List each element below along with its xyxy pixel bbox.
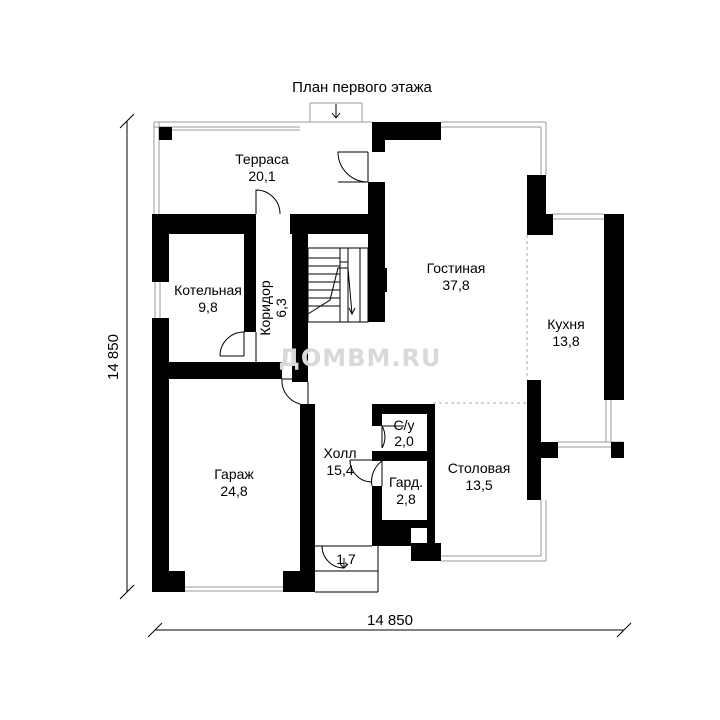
height-dimension: 14 850 <box>105 334 122 380</box>
walls <box>152 122 624 592</box>
watermark: ДОМВМ.RU <box>279 344 442 372</box>
svg-text:Гостиная: Гостиная <box>427 260 486 276</box>
dimension-lines <box>119 113 632 638</box>
svg-text:6,3: 6,3 <box>273 298 289 318</box>
room-label-dining: Столовая 13,5 <box>448 460 511 493</box>
room-label-wardrobe: Гард. 2,8 <box>389 474 423 507</box>
window-frames <box>154 121 623 592</box>
svg-text:9,8: 9,8 <box>198 299 218 315</box>
svg-text:С/у: С/у <box>394 417 415 433</box>
doors <box>219 151 404 569</box>
svg-text:2,8: 2,8 <box>396 491 416 507</box>
interior-lines <box>255 332 379 593</box>
svg-text:Гараж: Гараж <box>214 466 254 482</box>
plan-title: План первого этажа <box>292 79 432 96</box>
svg-text:24,8: 24,8 <box>220 483 247 499</box>
room-label-hall: Холл 15,4 <box>324 445 357 478</box>
svg-text:Терраса: Терраса <box>235 151 289 167</box>
svg-text:13,8: 13,8 <box>552 333 579 349</box>
svg-text:Кухня: Кухня <box>547 316 584 332</box>
svg-text:2,0: 2,0 <box>394 433 414 449</box>
room-label-living: Гостиная 37,8 <box>427 260 486 293</box>
svg-text:Холл: Холл <box>324 445 357 461</box>
svg-text:15,4: 15,4 <box>326 462 353 478</box>
svg-text:13,5: 13,5 <box>465 477 492 493</box>
svg-text:Столовая: Столовая <box>448 460 511 476</box>
room-label-kitchen: Кухня 13,8 <box>547 316 584 349</box>
svg-text:Котельная: Котельная <box>174 282 242 298</box>
zone-separators <box>433 235 528 404</box>
svg-text:Коридор: Коридор <box>257 280 273 336</box>
room-label-terrace: Терраса 20,1 <box>235 151 289 184</box>
room-label-boiler: Котельная 9,8 <box>174 282 242 315</box>
terrace-outline <box>153 102 372 216</box>
svg-text:Гард.: Гард. <box>389 474 423 490</box>
room-label-porch: 1,7 <box>336 551 356 567</box>
staircase <box>307 247 369 323</box>
width-dimension: 14 850 <box>367 612 413 629</box>
room-label-corridor: Коридор 6,3 <box>257 280 289 336</box>
svg-text:1,7: 1,7 <box>336 551 356 567</box>
room-label-wc: С/у 2,0 <box>394 417 415 449</box>
svg-text:37,8: 37,8 <box>442 277 469 293</box>
room-label-garage: Гараж 24,8 <box>214 466 254 499</box>
svg-text:20,1: 20,1 <box>248 168 275 184</box>
